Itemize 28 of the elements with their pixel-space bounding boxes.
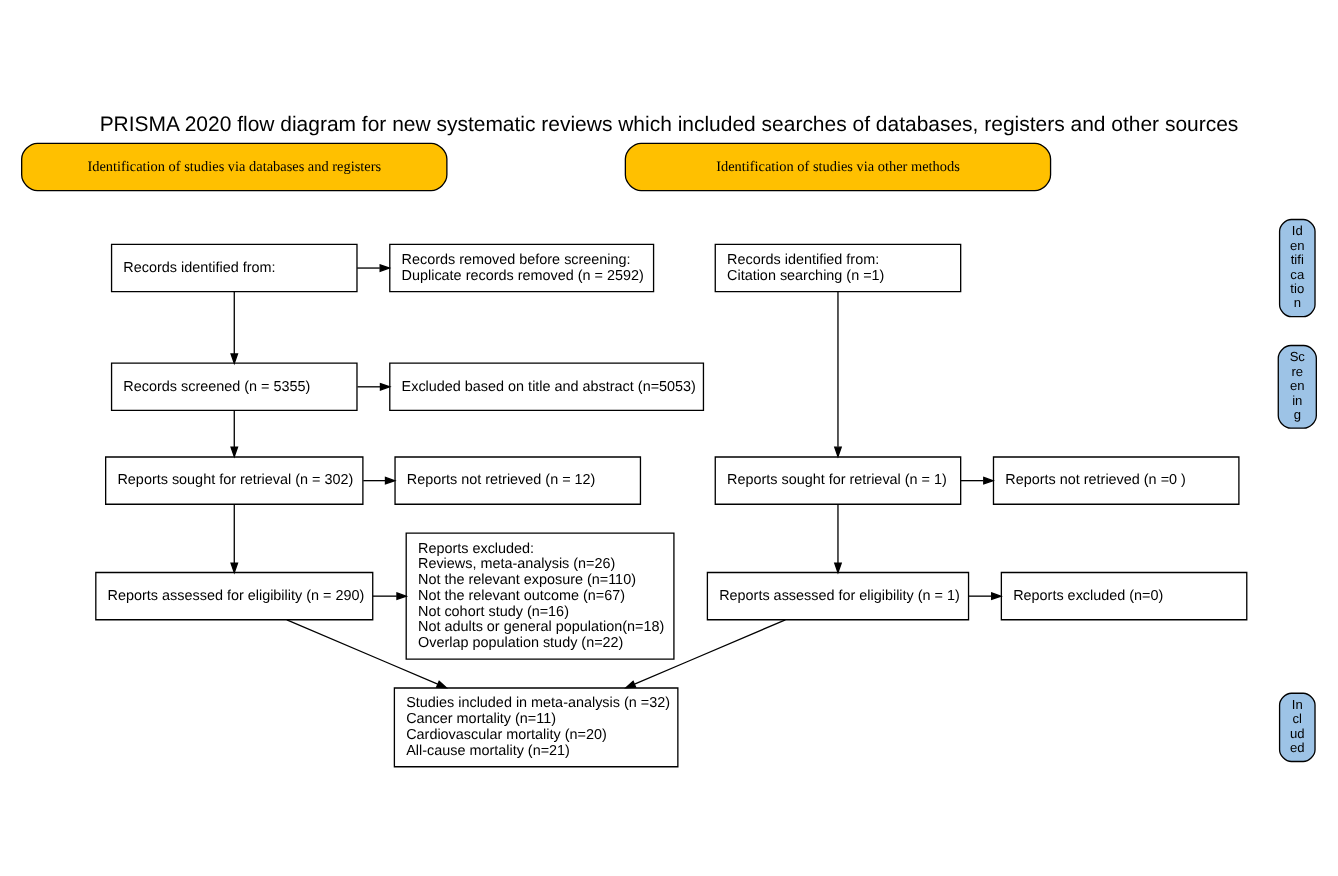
arrow [960,476,995,485]
diagram-title: PRISMA 2020 flow diagram for new systematic reviews which included searches of databases, registers and other sources [99,115,1239,138]
arrow [624,619,787,689]
arrow [968,592,1003,601]
node-box: Reports not retrieved (n = 12) [394,456,642,505]
arrow [356,263,392,273]
arrow [356,382,392,391]
node-box: Records removed before screening: Duplicate records removed (n = 2592) [389,243,655,293]
arrow [230,410,239,459]
node-box: Records identified from: [110,243,358,293]
arrow [833,291,843,459]
node-box: Reports sought for retrieval (n = 1) [714,456,962,505]
node-box: Reports assessed for eligibility (n = 290) [95,571,374,621]
node-box: Reports excluded (n=0) [1000,571,1248,621]
arrow [372,592,409,601]
node-box: Reports not retrieved (n =0 ) [992,456,1240,505]
node-box: Reports assessed for eligibility (n = 1) [706,571,970,621]
arrow [362,476,397,485]
node-box: Records identified from: Citation searching (n =1) [714,243,962,293]
node-box: Records screened (n = 5355) [110,362,358,412]
node-box: Excluded based on title and abstract (n=5053) [389,362,705,412]
node-box: Reports excluded: Reviews, meta-analysis (n=26) Not the relevant exposure (n=110) Not the relevant outcome (n=67) Not cohort study (n=16) Not adults or general population(n=18) Overlap population study (n=22) [405,532,675,660]
arrow [230,504,239,575]
node-box: Studies included in meta-analysis (n =32) Cancer mortality (n=11) Cardiovascular mortality (n=20) All-cause mortality (n=21) [393,687,679,768]
node-box: Reports sought for retrieval (n = 302) [105,456,364,505]
arrow [230,291,239,366]
arrow [286,619,449,689]
arrow [833,504,843,575]
